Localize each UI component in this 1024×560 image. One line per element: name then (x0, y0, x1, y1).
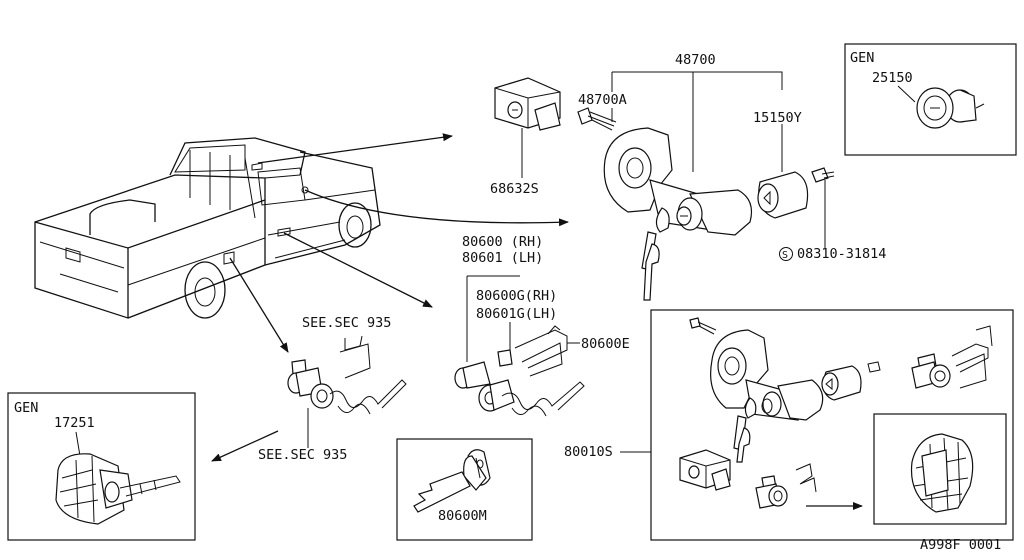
label-80600e: 80600E (581, 336, 630, 352)
label-08310-31814: 08310-31814 (797, 246, 886, 262)
gen-top-title: GEN (850, 50, 874, 66)
s-symbol-icon: S (779, 247, 793, 261)
label-80601g-lh: 80601G(LH) (476, 306, 557, 322)
key-80600m-box (396, 438, 533, 541)
part-back-door-lock-illustration (287, 335, 407, 448)
label-68632s: 68632S (490, 181, 539, 197)
label-48700: 48700 (675, 52, 716, 68)
part-68632s-illustration (494, 77, 561, 178)
cover-inner-box (873, 413, 1007, 525)
label-80600g-rh: 80600G(RH) (476, 288, 557, 304)
footer-code: A998F 0001 (920, 537, 1001, 553)
part-25150-illustration (897, 85, 985, 129)
cover-illustration (910, 433, 974, 513)
gen-left-box (7, 392, 196, 541)
part-48700-illustration (577, 107, 835, 301)
label-15150y: 15150Y (753, 110, 802, 126)
key-80600m-illustration (413, 449, 491, 513)
part-80600-illustration (454, 325, 585, 417)
gen-top-part: 25150 (872, 70, 913, 86)
label-48700a: 48700A (578, 92, 627, 108)
leader-arrows (211, 133, 863, 510)
bracket-80600 (466, 275, 580, 362)
s-symbol-text: S (782, 250, 788, 261)
label-80600m: 80600M (438, 508, 487, 524)
kit-80010s-illustration (679, 317, 993, 509)
label-see-sec-935-bottom: SEE.SEC 935 (258, 447, 347, 463)
truck-illustration (34, 137, 381, 319)
kit-80010s-box (650, 309, 1014, 541)
bracket-48700 (611, 71, 783, 172)
label-80601-lh: 80601 (LH) (462, 250, 543, 266)
gen-top-box (844, 43, 1017, 156)
gen-left-title: GEN (14, 400, 38, 416)
gen-left-part: 17251 (54, 415, 95, 431)
part-17251-illustration (55, 431, 181, 525)
label-see-sec-935-top: SEE.SEC 935 (302, 315, 391, 331)
label-80010s: 80010S (564, 444, 613, 460)
label-80600-rh: 80600 (RH) (462, 234, 543, 250)
